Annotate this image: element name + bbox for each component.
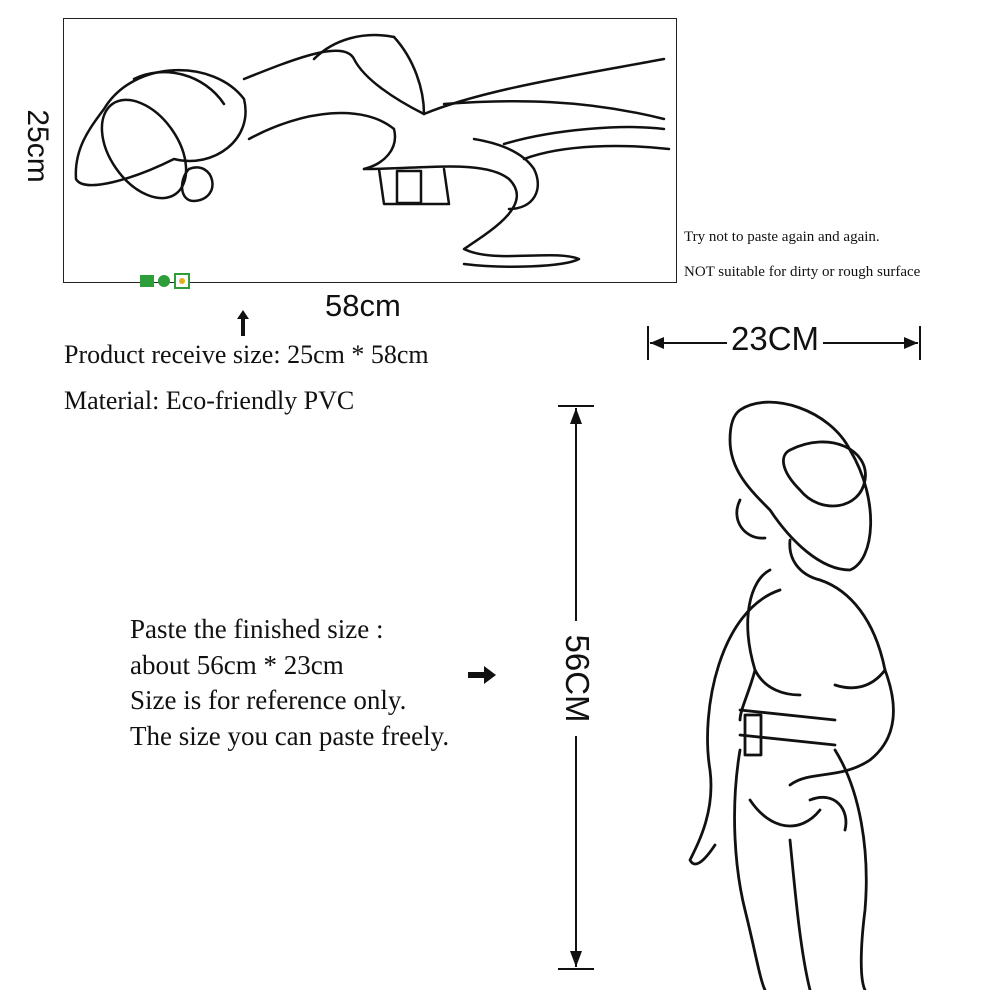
finished-width-label: 23CM xyxy=(727,320,824,358)
finished-line-4: The size you can paste freely. xyxy=(130,720,450,751)
right-arrow-icon xyxy=(468,666,496,684)
sheet-width-label: 58cm xyxy=(325,288,401,323)
finished-line-2: about 56cm * 23cm xyxy=(130,649,344,680)
tip-text-2: NOT suitable for dirty or rough surface xyxy=(684,264,921,280)
up-arrow-icon xyxy=(237,310,249,336)
sheet-height-label: 25cm xyxy=(21,109,54,183)
standing-woman-illustration xyxy=(688,400,895,990)
product-material: Material: Eco-friendly PVC xyxy=(64,386,355,415)
lying-woman-illustration xyxy=(74,33,671,268)
finished-height-label: 56CM xyxy=(551,621,603,736)
product-receive-size: Product receive size: 25cm * 58cm xyxy=(64,340,429,369)
finished-line-3: Size is for reference only. xyxy=(130,685,407,715)
finished-size-notes: Paste the finished size : about 56cm * 2… xyxy=(130,612,449,754)
tip-text-1: Try not to paste again and again. xyxy=(684,229,880,245)
eco-label-icons xyxy=(140,273,190,289)
finished-line-1: Paste the finished size : xyxy=(130,614,384,644)
sticker-sheet-preview xyxy=(63,18,677,289)
